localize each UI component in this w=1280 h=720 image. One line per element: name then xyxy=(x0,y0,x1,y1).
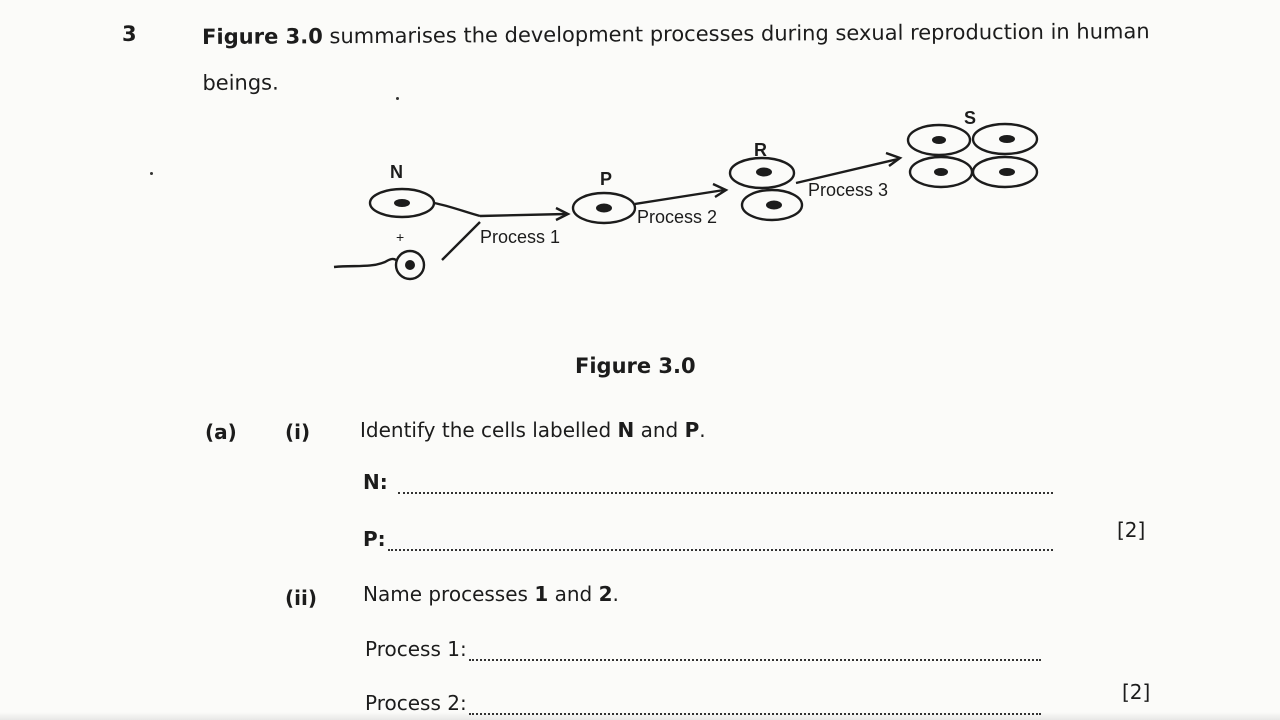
arrow-process-3 xyxy=(795,157,899,185)
label-process-2: Process 2 xyxy=(637,207,717,227)
cell-p xyxy=(571,191,637,225)
sperm-cell xyxy=(394,249,426,281)
bold-1: 1 xyxy=(534,582,549,606)
part-a-i-question: Identify the cells labelled N and P. xyxy=(360,418,706,442)
cell-r-bottom xyxy=(740,188,804,222)
converge-line-upper xyxy=(433,201,481,218)
arrow-process-1 xyxy=(479,212,567,218)
answer-label-n: N: xyxy=(363,470,388,494)
bold-p: P xyxy=(684,418,700,442)
cell-s-4 xyxy=(971,155,1039,189)
intro-text: summarises the development processes dur… xyxy=(202,19,1150,95)
stray-mark xyxy=(396,97,399,100)
stray-mark xyxy=(150,172,153,175)
answer-row-n: N: xyxy=(363,470,1053,494)
marks-a-ii: [2] xyxy=(1122,680,1151,704)
question-intro: Figure 3.0 summarises the development pr… xyxy=(202,8,1203,106)
figure-caption: Figure 3.0 xyxy=(575,354,696,378)
answer-line-process-1[interactable] xyxy=(468,641,1041,661)
part-a-label: (a) xyxy=(205,420,237,444)
question-number: 3 xyxy=(122,22,137,46)
cell-s-1 xyxy=(906,123,972,157)
answer-line-process-2[interactable] xyxy=(468,695,1041,715)
label-process-1: Process 1 xyxy=(480,227,560,247)
answer-row-process-1: Process 1: xyxy=(365,637,1041,661)
intro-figure-ref: Figure 3.0 xyxy=(202,24,323,49)
marks-a-i: [2] xyxy=(1117,518,1146,542)
cell-r-top xyxy=(728,156,796,190)
label-process-3: Process 3 xyxy=(808,180,888,200)
cell-s-2 xyxy=(971,122,1039,156)
answer-row-process-2: Process 2: xyxy=(365,691,1041,715)
scan-edge-shadow xyxy=(0,712,1280,720)
arrow-process-2 xyxy=(634,188,725,206)
part-a-i-label: (i) xyxy=(285,420,311,444)
sperm-tail xyxy=(333,257,397,269)
label-r: R xyxy=(754,140,767,160)
answer-row-p: P: xyxy=(363,527,1053,551)
bold-n: N xyxy=(617,418,635,442)
part-a-ii-question: Name processes 1 and 2. xyxy=(363,582,619,606)
reproduction-diagram-svg: N + P R S Process 1 Process 2 Process 3 xyxy=(333,108,1039,281)
label-n: N xyxy=(390,162,403,182)
answer-line-p[interactable] xyxy=(387,531,1053,551)
converge-line-lower xyxy=(441,221,481,261)
label-s: S xyxy=(964,108,976,128)
answer-label-process-1: Process 1: xyxy=(365,637,467,661)
answer-line-n[interactable] xyxy=(397,474,1053,494)
answer-label-p: P: xyxy=(363,527,386,551)
part-a-ii-label: (ii) xyxy=(285,586,317,610)
bold-2: 2 xyxy=(598,582,613,606)
answer-label-process-2: Process 2: xyxy=(365,691,467,715)
figure-3-0-diagram: N + P R S Process 1 Process 2 Process 3 xyxy=(330,100,1050,310)
label-p: P xyxy=(600,169,612,189)
label-plus: + xyxy=(396,229,404,245)
